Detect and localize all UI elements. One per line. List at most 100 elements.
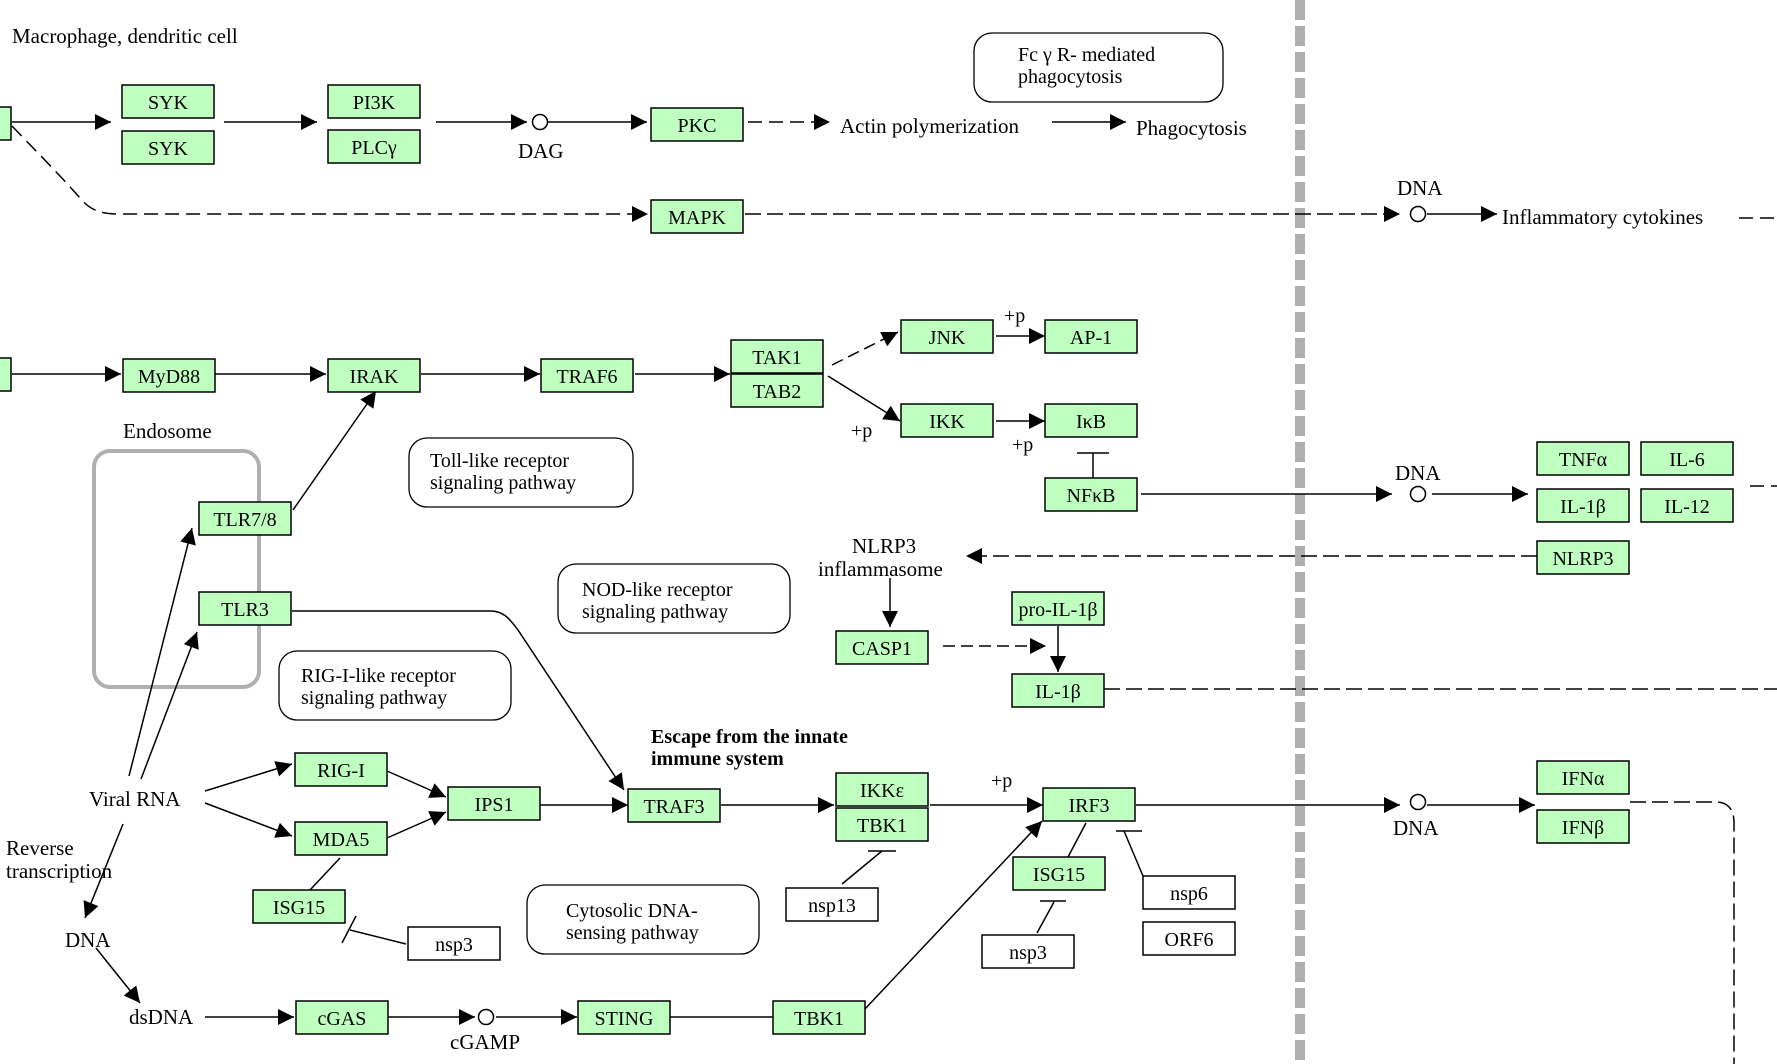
svg-text:sensing pathway: sensing pathway [566, 922, 699, 944]
dna-left-label: DNA [65, 928, 111, 952]
svg-text:AP-1: AP-1 [1070, 327, 1112, 349]
svg-text:SYK: SYK [148, 138, 189, 160]
viral-protein-nsp3a[interactable]: nsp3 [407, 926, 501, 961]
svg-text:IPS1: IPS1 [475, 794, 514, 816]
svg-text:TRAF6: TRAF6 [556, 366, 617, 388]
gene-isg15b[interactable]: ISG15 [252, 889, 346, 924]
svg-text:TRAF3: TRAF3 [643, 796, 704, 818]
svg-text:TAK1: TAK1 [752, 347, 802, 369]
svg-text:TAB2: TAB2 [753, 381, 801, 403]
edges [11, 114, 1777, 1064]
inflammatory-cytokines-label: Inflammatory cytokines [1502, 205, 1703, 229]
gene-irf3[interactable]: IRF3 [1042, 787, 1136, 822]
gene-traf6[interactable]: TRAF6 [540, 358, 634, 393]
gene-rigi[interactable]: RIG-I [294, 752, 388, 787]
gene-proil1b[interactable]: pro-IL-1β [1011, 591, 1105, 626]
gene-il1b_out[interactable]: IL-1β [1536, 488, 1630, 523]
gene-ikke[interactable]: IKKε [835, 772, 929, 807]
svg-text:RIG-I: RIG-I [317, 760, 365, 782]
svg-text:SYK: SYK [148, 92, 189, 114]
gene-casp1[interactable]: CASP1 [835, 630, 929, 665]
gene-il12[interactable]: IL-12 [1640, 488, 1734, 523]
svg-text:STING: STING [595, 1008, 654, 1030]
gene-il1b[interactable]: IL-1β [1011, 673, 1105, 708]
gene-tbk1a[interactable]: TBK1 [835, 807, 929, 842]
gene-mda5[interactable]: MDA5 [294, 821, 388, 856]
phospho-label-2: +p [851, 420, 872, 442]
gene-tab2[interactable]: TAB2 [730, 373, 824, 408]
gene-isg15a[interactable]: ISG15 [1012, 856, 1106, 891]
svg-text:IL-1β: IL-1β [1560, 496, 1606, 518]
cgamp-compound [477, 1008, 495, 1026]
gene-tlr3[interactable]: TLR3 [198, 591, 292, 626]
gene-tbk1b[interactable]: TBK1 [772, 1000, 866, 1035]
svg-text:nsp6: nsp6 [1170, 883, 1208, 905]
svg-text:ISG15: ISG15 [1033, 864, 1085, 886]
svg-text:MyD88: MyD88 [138, 366, 200, 388]
gene-plcg[interactable]: PLCγ [327, 129, 421, 164]
gene-pkc[interactable]: PKC [650, 107, 744, 142]
actin-polymerization-label: Actin polymerization [840, 114, 1020, 138]
gene-ap1[interactable]: AP-1 [1044, 319, 1138, 354]
gene-ikk[interactable]: IKK [900, 403, 994, 438]
svg-text:Toll-like receptor: Toll-like receptor [430, 450, 569, 472]
escape-label-1: Escape from the innate [651, 726, 848, 748]
gene-tlr78[interactable]: TLR7/8 [198, 501, 292, 536]
phospho-label-1: +p [1004, 305, 1025, 327]
reverse-transcription-label-2: transcription [6, 859, 113, 883]
map-toll-like-receptor[interactable]: Toll-like receptor signaling pathway [408, 437, 634, 508]
gene-traf3[interactable]: TRAF3 [627, 788, 721, 823]
endosome-compartment [92, 449, 261, 689]
gene-cgas[interactable]: cGAS [295, 1000, 389, 1035]
gene-ifna[interactable]: IFNα [1536, 760, 1630, 795]
nlrp3-inflammasome-label-1: NLRP3 [852, 534, 916, 558]
phospho-label-4: +p [991, 770, 1012, 792]
gene-nfkb[interactable]: NFκB [1044, 477, 1138, 512]
svg-text:MAPK: MAPK [668, 207, 726, 229]
svg-text:IKK: IKK [929, 411, 965, 433]
gene-partial-toll[interactable] [0, 357, 12, 392]
svg-text:NLRP3: NLRP3 [1552, 548, 1613, 570]
gene-myd88[interactable]: MyD88 [122, 358, 216, 393]
viral-protein-orf6[interactable]: ORF6 [1142, 921, 1236, 956]
gene-ips1[interactable]: IPS1 [447, 786, 541, 821]
svg-text:Cytosolic DNA-: Cytosolic DNA- [566, 900, 698, 922]
viral-protein-nsp6[interactable]: nsp6 [1142, 875, 1236, 910]
nlrp3-inflammasome-label-2: inflammasome [818, 557, 943, 581]
svg-text:nsp13: nsp13 [808, 895, 856, 917]
svg-text:IRF3: IRF3 [1068, 795, 1109, 817]
svg-text:TLR7/8: TLR7/8 [213, 509, 276, 531]
gene-irak[interactable]: IRAK [327, 358, 421, 393]
map-fcgr[interactable]: Fc γ R- mediated phagocytosis [973, 32, 1224, 103]
gene-tak1[interactable]: TAK1 [730, 339, 824, 374]
svg-text:Fc γ R- mediated: Fc γ R- mediated [1018, 44, 1155, 66]
region-label: Macrophage, dendritic cell [12, 24, 238, 48]
svg-text:IRAK: IRAK [350, 366, 399, 388]
gene-jnk[interactable]: JNK [900, 319, 994, 354]
gene-ifnb[interactable]: IFNβ [1536, 809, 1630, 844]
viral-protein-nsp13[interactable]: nsp13 [785, 887, 879, 922]
svg-text:PLCγ: PLCγ [351, 137, 397, 159]
svg-text:TNFα: TNFα [1559, 449, 1608, 471]
gene-il6[interactable]: IL-6 [1640, 441, 1734, 476]
gene-tnfa[interactable]: TNFα [1536, 441, 1630, 476]
viral-protein-nsp3b[interactable]: nsp3 [981, 934, 1075, 969]
gene-pi3k[interactable]: PI3K [327, 84, 421, 119]
gene-partial-top[interactable] [0, 106, 12, 141]
gene-sting[interactable]: STING [577, 1000, 671, 1035]
gene-ikb[interactable]: IκB [1044, 403, 1138, 438]
svg-text:pro-IL-1β: pro-IL-1β [1018, 599, 1097, 621]
gene-nlrp3[interactable]: NLRP3 [1536, 540, 1630, 575]
svg-text:IL-6: IL-6 [1669, 449, 1705, 471]
dna-compound-3 [1409, 793, 1427, 811]
gene-mapk[interactable]: MAPK [650, 199, 744, 234]
gene-syk1[interactable]: SYK [121, 84, 215, 119]
map-nod-like-receptor[interactable]: NOD-like receptor signaling pathway [557, 563, 791, 634]
map-cytosolic-dna-sensing[interactable]: Cytosolic DNA- sensing pathway [526, 884, 760, 955]
svg-text:nsp3: nsp3 [435, 934, 473, 956]
phagocytosis-label: Phagocytosis [1136, 116, 1247, 140]
gene-syk2[interactable]: SYK [121, 130, 215, 165]
escape-label-2: immune system [651, 748, 784, 770]
map-rig-i-like-receptor[interactable]: RIG-I-like receptor signaling pathway [278, 650, 512, 721]
